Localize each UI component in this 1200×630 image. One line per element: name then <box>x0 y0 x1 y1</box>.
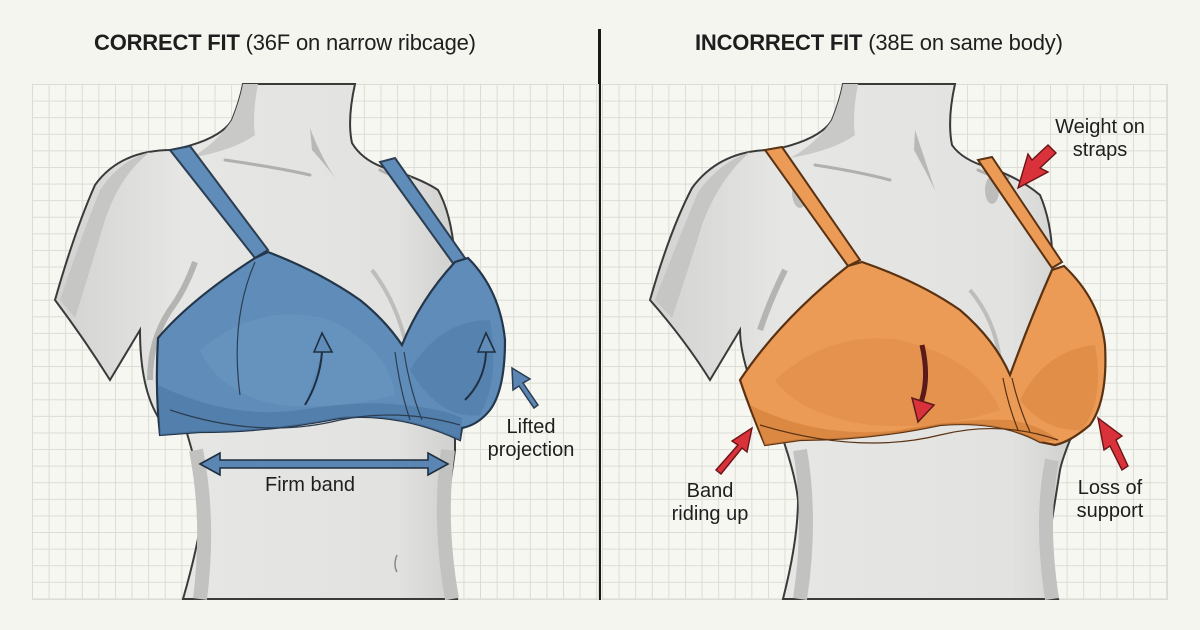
label-line: Band <box>686 480 734 502</box>
label-line: Weight on <box>1055 116 1145 138</box>
up-arrow-icon <box>476 331 497 353</box>
incorrect-fit-illustration <box>648 83 1129 601</box>
label-line: riding up <box>671 503 749 525</box>
label-line: Firm band <box>264 474 356 496</box>
weight-on-straps-label: Weight on straps <box>1050 116 1150 162</box>
label-line: straps <box>1072 139 1128 161</box>
band-riding-up-label: Band riding up <box>665 480 755 526</box>
label-line: Lifted <box>506 416 556 438</box>
up-arrow-icon <box>312 331 334 353</box>
correct-fit-title-bold: CORRECT FIT <box>94 30 240 55</box>
lifted-projection-label: Lifted projection <box>476 416 586 462</box>
incorrect-fit-title: INCORRECT FIT (38E on same body) <box>695 30 1063 62</box>
firm-band-label: Firm band <box>240 474 380 497</box>
loss-of-support-label: Loss of support <box>1065 477 1155 523</box>
firm-band-double-arrow-icon <box>198 451 450 477</box>
correct-fit-illustration <box>53 83 540 601</box>
label-line: Loss of <box>1077 477 1143 499</box>
correct-fit-title: CORRECT FIT (36F on narrow ribcage) <box>94 30 476 62</box>
incorrect-fit-title-sub: (38E on same body) <box>868 30 1063 55</box>
garment-blue-correct <box>155 144 507 442</box>
weight-on-straps-arrow-icon <box>1016 144 1058 190</box>
correct-fit-title-sub: (36F on narrow ribcage) <box>245 30 476 55</box>
down-arrow-icon <box>910 396 936 424</box>
panel-divider <box>598 29 601 600</box>
band-riding-up-arrow-icon <box>714 426 754 475</box>
lifted-projection-arrow-icon <box>511 366 540 410</box>
loss-of-support-arrow-icon <box>1096 416 1129 472</box>
label-line: support <box>1076 500 1144 522</box>
incorrect-fit-title-bold: INCORRECT FIT <box>695 30 863 55</box>
garment-orange-incorrect <box>738 145 1107 447</box>
label-line: projection <box>487 439 575 461</box>
